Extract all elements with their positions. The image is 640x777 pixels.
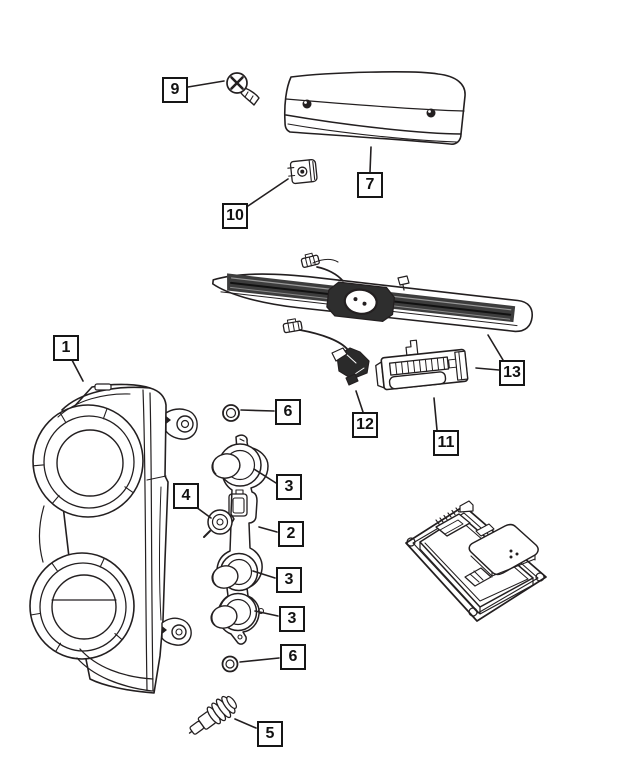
callout-lamp-unit[interactable]: 11 <box>433 430 459 456</box>
lamp-unit-art <box>375 339 469 391</box>
callout-bulb-middle[interactable]: 3 <box>276 567 302 593</box>
screw-art <box>226 72 260 106</box>
o-ring-lower-art <box>221 655 239 673</box>
trim-bezel-art <box>283 71 466 145</box>
callout-o-ring-lower[interactable]: 6 <box>280 644 306 670</box>
socket-plate-art <box>216 434 269 645</box>
leader-lines <box>71 80 504 729</box>
bulb-socket-art <box>188 695 237 735</box>
bulb-lower-art <box>210 592 258 632</box>
callout-bulb-lower[interactable]: 3 <box>279 606 305 632</box>
control-module-art <box>405 500 547 622</box>
callout-headlamp[interactable]: 1 <box>53 335 79 361</box>
callout-o-ring-upper[interactable]: 6 <box>275 399 301 425</box>
callout-spring-clip[interactable]: 10 <box>222 203 248 229</box>
callout-bulb-socket[interactable]: 5 <box>257 721 283 747</box>
light-bar-art <box>211 252 533 333</box>
spring-clip-art <box>287 159 318 185</box>
o-ring-upper-art <box>222 404 240 422</box>
side-bulb-art <box>203 509 233 538</box>
callout-screw[interactable]: 9 <box>162 77 188 103</box>
callout-light-bar[interactable]: 13 <box>499 360 525 386</box>
headlamp-assembly-art <box>29 383 198 694</box>
callout-socket-plate[interactable]: 2 <box>278 521 304 547</box>
callout-harness[interactable]: 12 <box>352 412 378 438</box>
bulb-middle-art <box>211 552 259 592</box>
harness-art <box>282 318 370 386</box>
bulb-upper-art <box>211 443 262 487</box>
callout-bulb-upper[interactable]: 3 <box>276 474 302 500</box>
callout-side-bulb[interactable]: 4 <box>173 483 199 509</box>
light-bar-connector <box>300 252 320 268</box>
callout-trim-bezel[interactable]: 7 <box>357 172 383 198</box>
